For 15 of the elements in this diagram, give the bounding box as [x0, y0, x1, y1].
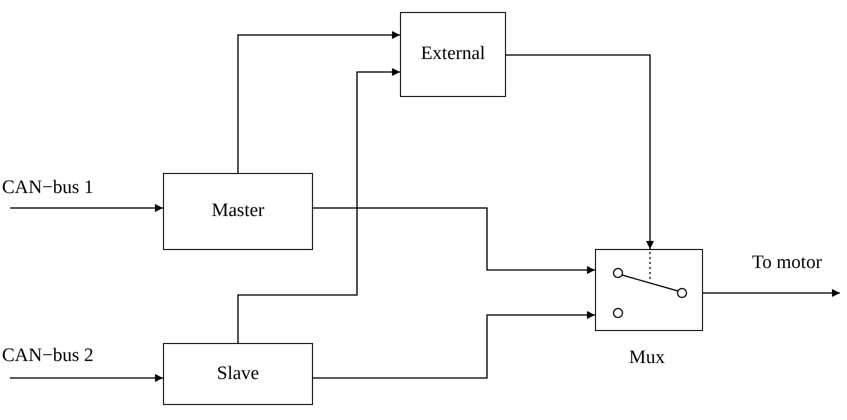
box-label: Master [212, 200, 264, 223]
arrow [506, 54, 654, 249]
arrow [313, 207, 595, 274]
arrow [10, 374, 163, 382]
arrow [703, 289, 840, 297]
process-box [163, 343, 313, 405]
box-caption: Mux [629, 347, 665, 369]
box-label: External [420, 43, 486, 66]
arrow [313, 311, 595, 379]
arrow [237, 31, 400, 173]
box-label: Slave [216, 362, 260, 386]
arrow [237, 68, 400, 343]
process-box [400, 12, 506, 97]
arrow [10, 204, 163, 212]
process-box [163, 173, 313, 250]
